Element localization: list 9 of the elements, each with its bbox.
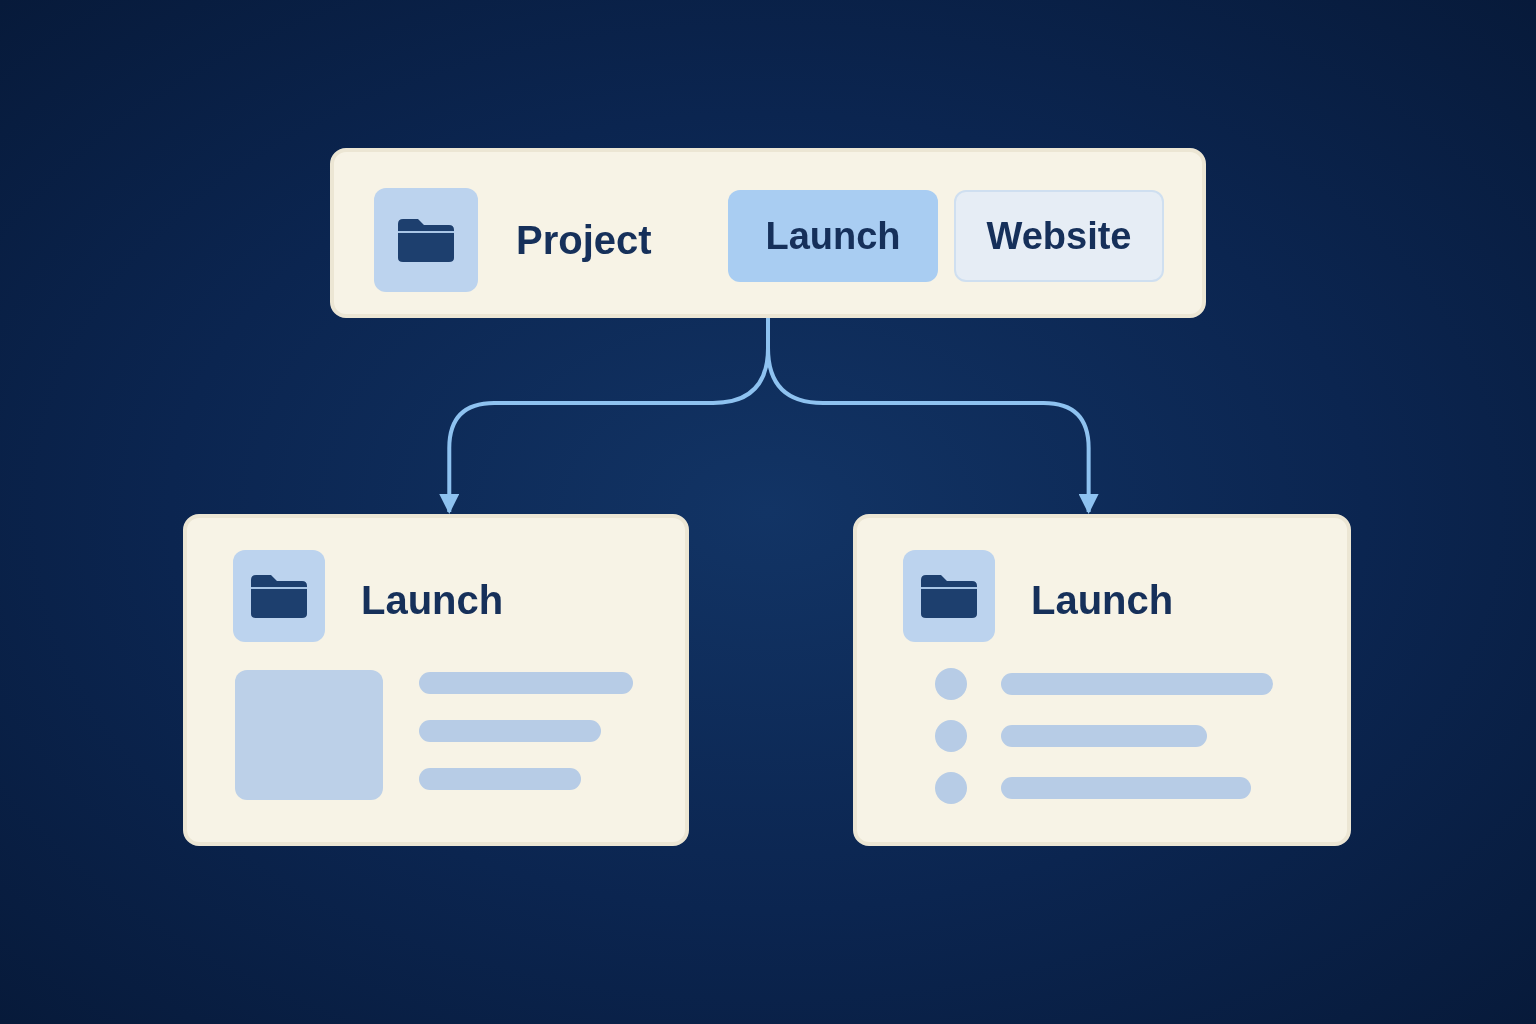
- card-title: Launch: [1031, 577, 1174, 624]
- content-card: [183, 514, 689, 846]
- tag-chip: Launch: [728, 190, 938, 282]
- content-card: [853, 514, 1351, 846]
- card-title: Launch: [361, 577, 504, 624]
- header-card: [330, 148, 1206, 318]
- connector-arrow: [766, 318, 1099, 514]
- card-title: Project: [516, 217, 652, 264]
- tag-chip: Website: [954, 190, 1164, 282]
